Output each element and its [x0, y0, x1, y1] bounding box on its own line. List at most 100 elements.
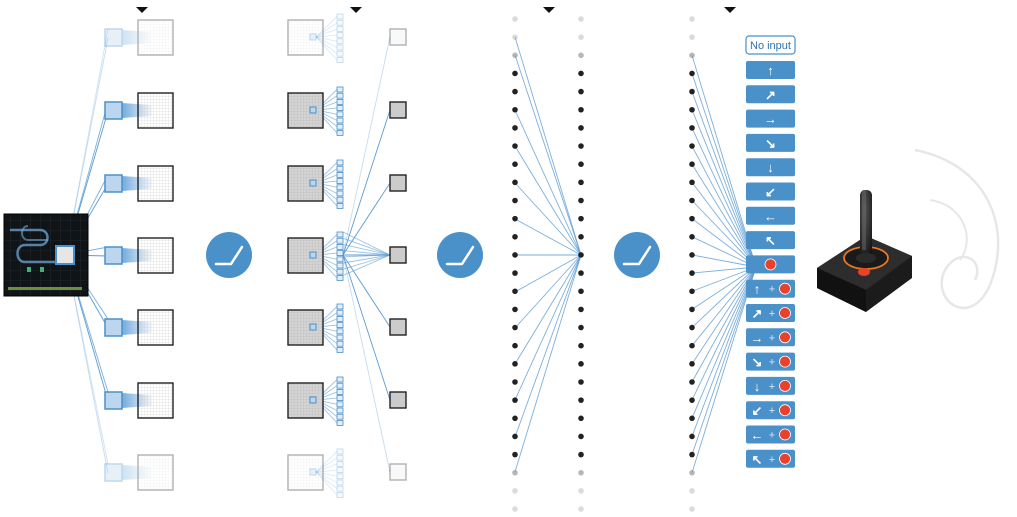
fire-button-icon: [779, 452, 791, 465]
conv2-row: [287, 13, 407, 63]
action-button-bg: [746, 61, 795, 79]
dense2-node: [578, 288, 584, 295]
dense1-node: [512, 379, 518, 385]
conv2-input-map: [287, 237, 324, 274]
action-down-right-fire-button[interactable]: ↘+: [746, 352, 795, 371]
dense2-node: [578, 433, 584, 440]
dense3-node: [689, 161, 695, 167]
channel-unit: [336, 237, 344, 244]
channel-unit: [336, 491, 344, 498]
connection-line: [514, 254, 582, 473]
action-left-fire-button[interactable]: ←+: [746, 425, 795, 444]
channel-unit: [336, 19, 344, 26]
conv2-output-unit: [389, 28, 407, 46]
action-up-left-button[interactable]: ↖: [746, 231, 795, 250]
connection-line: [691, 163, 757, 268]
dense3-node: [689, 234, 695, 240]
dense1-node: [512, 52, 518, 59]
action-fire-button[interactable]: [746, 255, 795, 274]
conv1-row: [104, 237, 174, 274]
action-up-fire-button[interactable]: ↑+: [746, 279, 795, 298]
connection-line: [691, 266, 757, 401]
connection-line: [691, 109, 757, 268]
action-down-fire-button[interactable]: ↓+: [746, 376, 795, 395]
dense2-node: [578, 16, 584, 22]
relu-curve: [445, 245, 475, 266]
connection-line: [514, 36, 582, 256]
action-down-right-button[interactable]: ↘: [746, 133, 795, 152]
connection-line: [514, 254, 582, 365]
channel-unit: [336, 231, 344, 238]
dense2-node: [578, 88, 584, 95]
action-right-fire-button[interactable]: →+: [746, 328, 795, 347]
channel-unit: [336, 256, 344, 263]
conv2-row: [287, 231, 407, 281]
plus-sign: +: [769, 332, 775, 344]
channel-unit: [336, 334, 344, 341]
connection-line: [691, 73, 757, 268]
connection-line: [342, 250, 391, 256]
dense2-node: [578, 342, 584, 349]
channel-unit: [336, 178, 344, 185]
conv1-row: [104, 454, 174, 491]
no-input-label: No input: [750, 40, 791, 52]
action-up-right-button[interactable]: ↗: [746, 85, 795, 104]
connection-line: [691, 266, 757, 274]
action-down-button[interactable]: ↓: [746, 158, 795, 177]
connection-line: [342, 254, 391, 258]
dense3-node: [689, 306, 695, 313]
connection-line: [514, 254, 582, 329]
dense1-node: [512, 451, 518, 458]
connection-line: [342, 231, 391, 256]
conv2-output-unit: [389, 318, 407, 336]
action-down-left-button[interactable]: ↙: [746, 182, 795, 201]
no-input-button[interactable]: [745, 35, 796, 55]
connection-line: [342, 243, 391, 256]
action-button-bg: [746, 182, 795, 201]
connection-line: [691, 182, 757, 268]
channel-unit: [336, 123, 344, 130]
dense1-node: [512, 324, 518, 331]
action-up-left-fire-button[interactable]: ↖+: [746, 449, 795, 468]
dense3-node: [689, 179, 695, 186]
down-left-arrow-icon: ↙: [752, 403, 763, 418]
dense3-node: [689, 34, 695, 40]
relu-icon: [437, 232, 483, 278]
channel-unit: [336, 382, 344, 389]
fire-button-icon: [779, 379, 791, 392]
channel-unit: [336, 243, 344, 250]
channel-unit: [336, 454, 344, 461]
channel-unit: [336, 171, 344, 178]
conv2-row: [287, 159, 407, 209]
up-arrow-icon: ↑: [767, 63, 774, 78]
dense2-node: [578, 125, 584, 131]
game-floor: [8, 287, 82, 290]
conv2-input-map: [287, 165, 324, 202]
action-down-left-fire-button[interactable]: ↙+: [746, 401, 795, 420]
dense2-node: [578, 179, 584, 186]
conv1-feature-map: [137, 19, 174, 56]
action-left-button[interactable]: ←: [746, 206, 795, 225]
conv1-filter: [104, 246, 123, 265]
connection-line: [514, 218, 582, 256]
action-right-button[interactable]: →: [746, 109, 795, 128]
connection-line: [691, 91, 757, 268]
channel-unit: [336, 328, 344, 335]
connection-line: [342, 254, 391, 270]
conv1-feature-map: [137, 237, 174, 274]
dense2-node: [578, 252, 584, 258]
channel-unit: [336, 395, 344, 402]
dense3-node: [689, 488, 695, 494]
dense3-node: [689, 70, 695, 77]
relu-circle: [614, 232, 660, 278]
dense1-node: [512, 306, 518, 313]
right-arrow-icon: →: [751, 330, 764, 345]
action-up-right-fire-button[interactable]: ↗+: [746, 304, 795, 322]
action-up-button[interactable]: ↑: [746, 61, 795, 79]
dense3-node: [689, 324, 695, 331]
network-layers: No input↑↗→↘↓↙←↖↑+↗+→+↘+↓+↙+←+↖+: [3, 7, 796, 512]
conv1-feature-map: [137, 382, 174, 419]
dense2-node: [578, 161, 584, 167]
connection-line: [691, 127, 757, 268]
connection-line: [514, 254, 582, 401]
